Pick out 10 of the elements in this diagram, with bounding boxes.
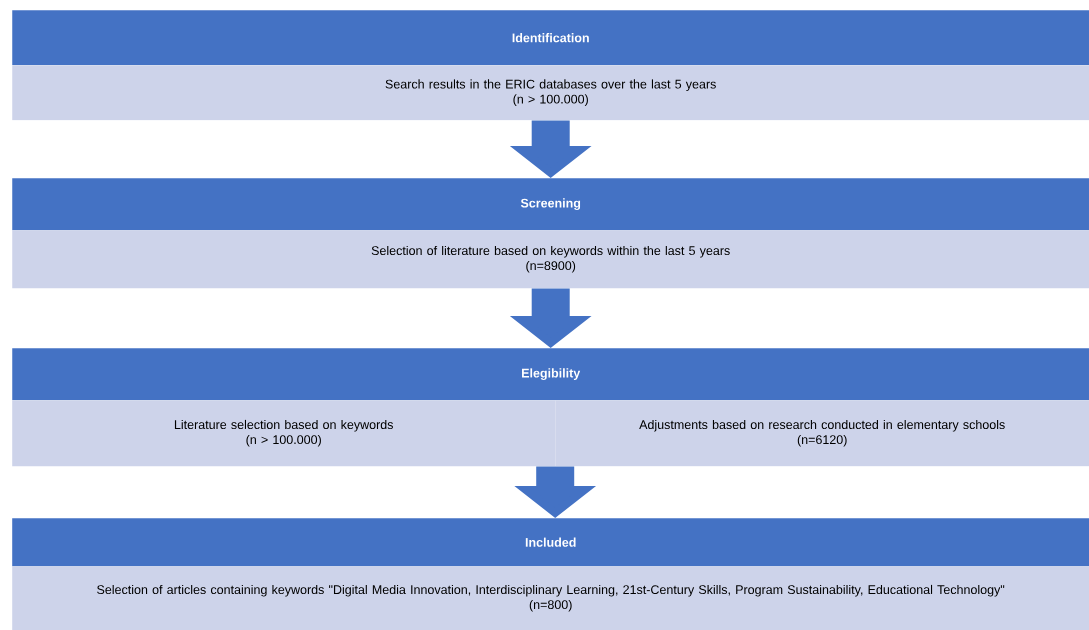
- stage-content-box: Selection of articles containing keywords "Digital Media Innovation, Interdisciplinary Learning, 21st-Century Skills, Program Sustainability, Educational Technology" (n=800): [12, 566, 1089, 630]
- stage-content-box: Adjustments based on research conducted in elementary schools (n=6120): [555, 400, 1089, 467]
- node-label: (n > 100.000): [246, 434, 321, 447]
- stage-content-box: Selection of literature based on keywords within the last 5 years (n=8900): [12, 230, 1089, 289]
- stage-content-box: Search results in the ERIC databases over the last 5 years (n > 100.000): [12, 65, 1089, 121]
- stage-header-bar: Identification: [12, 10, 1089, 66]
- node-label: Adjustments based on research conducted in elementary schools: [639, 419, 1005, 432]
- node-label: Literature selection based on keywords: [174, 419, 393, 432]
- stage-content-box: Literature selection based on keywords (n > 100.000): [12, 400, 556, 467]
- node-label: (n=6120): [797, 434, 847, 447]
